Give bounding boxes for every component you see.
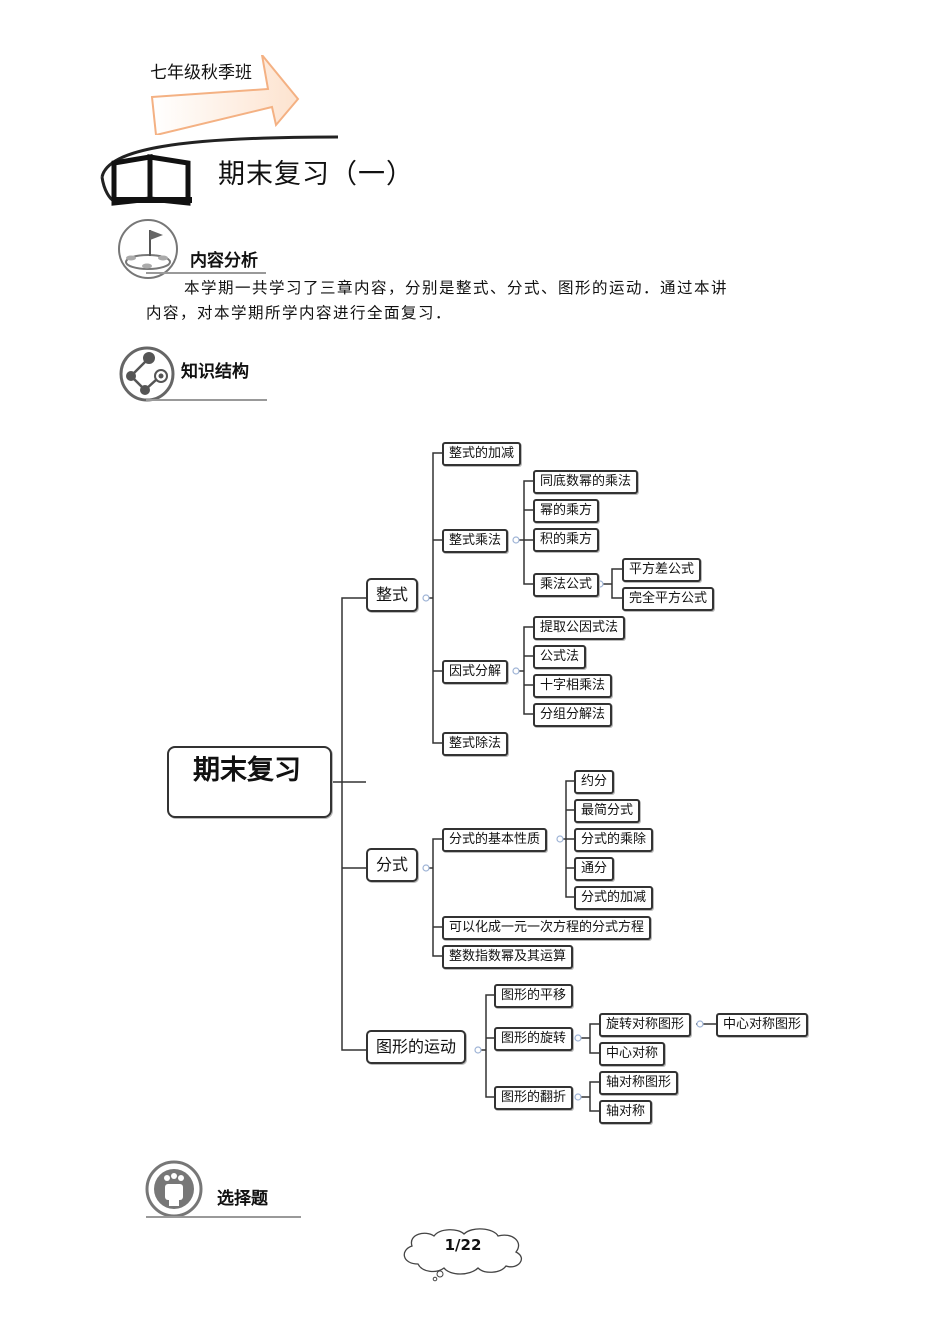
section-title-content-analysis: 内容分析 [190, 251, 258, 271]
book-icon [100, 135, 339, 206]
section-underline [146, 1216, 301, 1218]
mindmap-node: 轴对称 [599, 1100, 653, 1124]
section-title-knowledge-structure: 知识结构 [181, 362, 249, 382]
network-icon [119, 346, 175, 402]
mindmap-node: 整式乘法 [442, 529, 509, 553]
mindmap-node: 轴对称图形 [599, 1071, 679, 1095]
mindmap-node: 图形的旋转 [494, 1027, 574, 1051]
intro-paragraph: 本学期一共学习了三章内容，分别是整式、分式、图形的运动．通过本讲 内容，对本学期… [146, 276, 816, 326]
mindmap-node: 最简分式 [574, 799, 641, 823]
lesson-title: 期末复习（一） [218, 159, 414, 190]
mindmap-node: 因式分解 [442, 660, 509, 684]
mindmap-root: 期末复习 [167, 746, 332, 818]
mindmap-node: 十字相乘法 [533, 674, 613, 698]
mindmap-node-yundong: 图形的运动 [366, 1030, 467, 1064]
mindmap-node: 图形的翻折 [494, 1086, 574, 1110]
mindmap-node: 同底数幂的乘法 [533, 470, 639, 494]
mindmap-node: 幂的乘方 [533, 499, 600, 523]
mindmap-node: 分式的基本性质 [442, 828, 548, 852]
grade-tag-label: 七年级秋季班 [150, 63, 252, 83]
mindmap-node: 积的乘方 [533, 528, 600, 552]
mindmap-node: 平方差公式 [622, 558, 702, 582]
mindmap-node: 提取公因式法 [533, 616, 626, 640]
mindmap-node: 可以化成一元一次方程的分式方程 [442, 916, 652, 940]
mindmap-node: 分式的加减 [574, 886, 654, 910]
mindmap-node: 整式除法 [442, 732, 509, 756]
mindmap-node: 完全平方公式 [622, 587, 715, 611]
mindmap-node: 分式的乘除 [574, 828, 654, 852]
mindmap-node: 通分 [574, 857, 615, 881]
section-title-multiple-choice: 选择题 [217, 1189, 268, 1209]
mindmap-node: 公式法 [533, 645, 587, 669]
map-pin-icon [118, 219, 178, 279]
intro-line-2: 内容，对本学期所学内容进行全面复习． [146, 304, 453, 322]
trophy-icon [145, 1160, 203, 1218]
mindmap-node: 图形的平移 [494, 984, 574, 1008]
mindmap-node: 整数指数幂及其运算 [442, 945, 574, 969]
intro-line-1: 本学期一共学习了三章内容，分别是整式、分式、图形的运动．通过本讲 [184, 279, 729, 297]
mindmap-node: 约分 [574, 770, 615, 794]
section-underline [146, 272, 266, 274]
cloud-icon [403, 1228, 522, 1282]
mindmap-node-fenshi: 分式 [366, 848, 419, 882]
mindmap-node: 中心对称 [599, 1042, 666, 1066]
section-underline [146, 399, 267, 401]
mindmap-node-zhengshi: 整式 [366, 578, 419, 612]
mindmap-node: 旋转对称图形 [599, 1013, 692, 1037]
mindmap-node: 分组分解法 [533, 703, 613, 727]
mindmap-node: 整式的加减 [442, 442, 522, 466]
page-number: 1/22 [444, 1236, 482, 1254]
mindmap-node: 乘法公式 [533, 573, 600, 597]
grade-tag-arrow [150, 55, 300, 135]
mindmap-node: 中心对称图形 [716, 1013, 809, 1037]
